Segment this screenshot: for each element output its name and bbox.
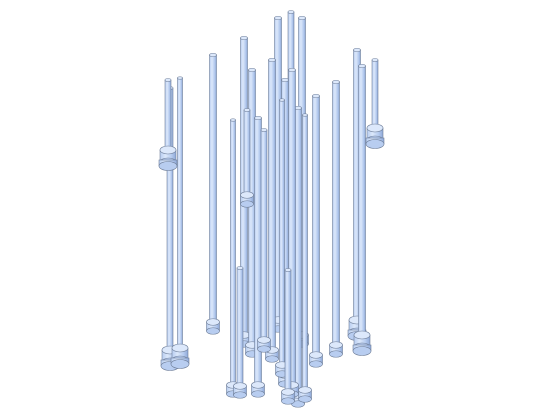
ejector-pin (281, 268, 295, 405)
ejector-pin (265, 57, 279, 363)
ejector-pin (365, 58, 385, 149)
ejector-pin (240, 108, 254, 208)
ejector-pin (329, 79, 343, 358)
ejector-pin (257, 128, 271, 353)
ejector-pin (158, 78, 178, 171)
ejector-pin (170, 76, 190, 369)
ejector-pin (309, 93, 323, 368)
ejector-pin (352, 63, 372, 356)
ejector-pin (206, 52, 220, 335)
ejector-pin (233, 266, 247, 399)
